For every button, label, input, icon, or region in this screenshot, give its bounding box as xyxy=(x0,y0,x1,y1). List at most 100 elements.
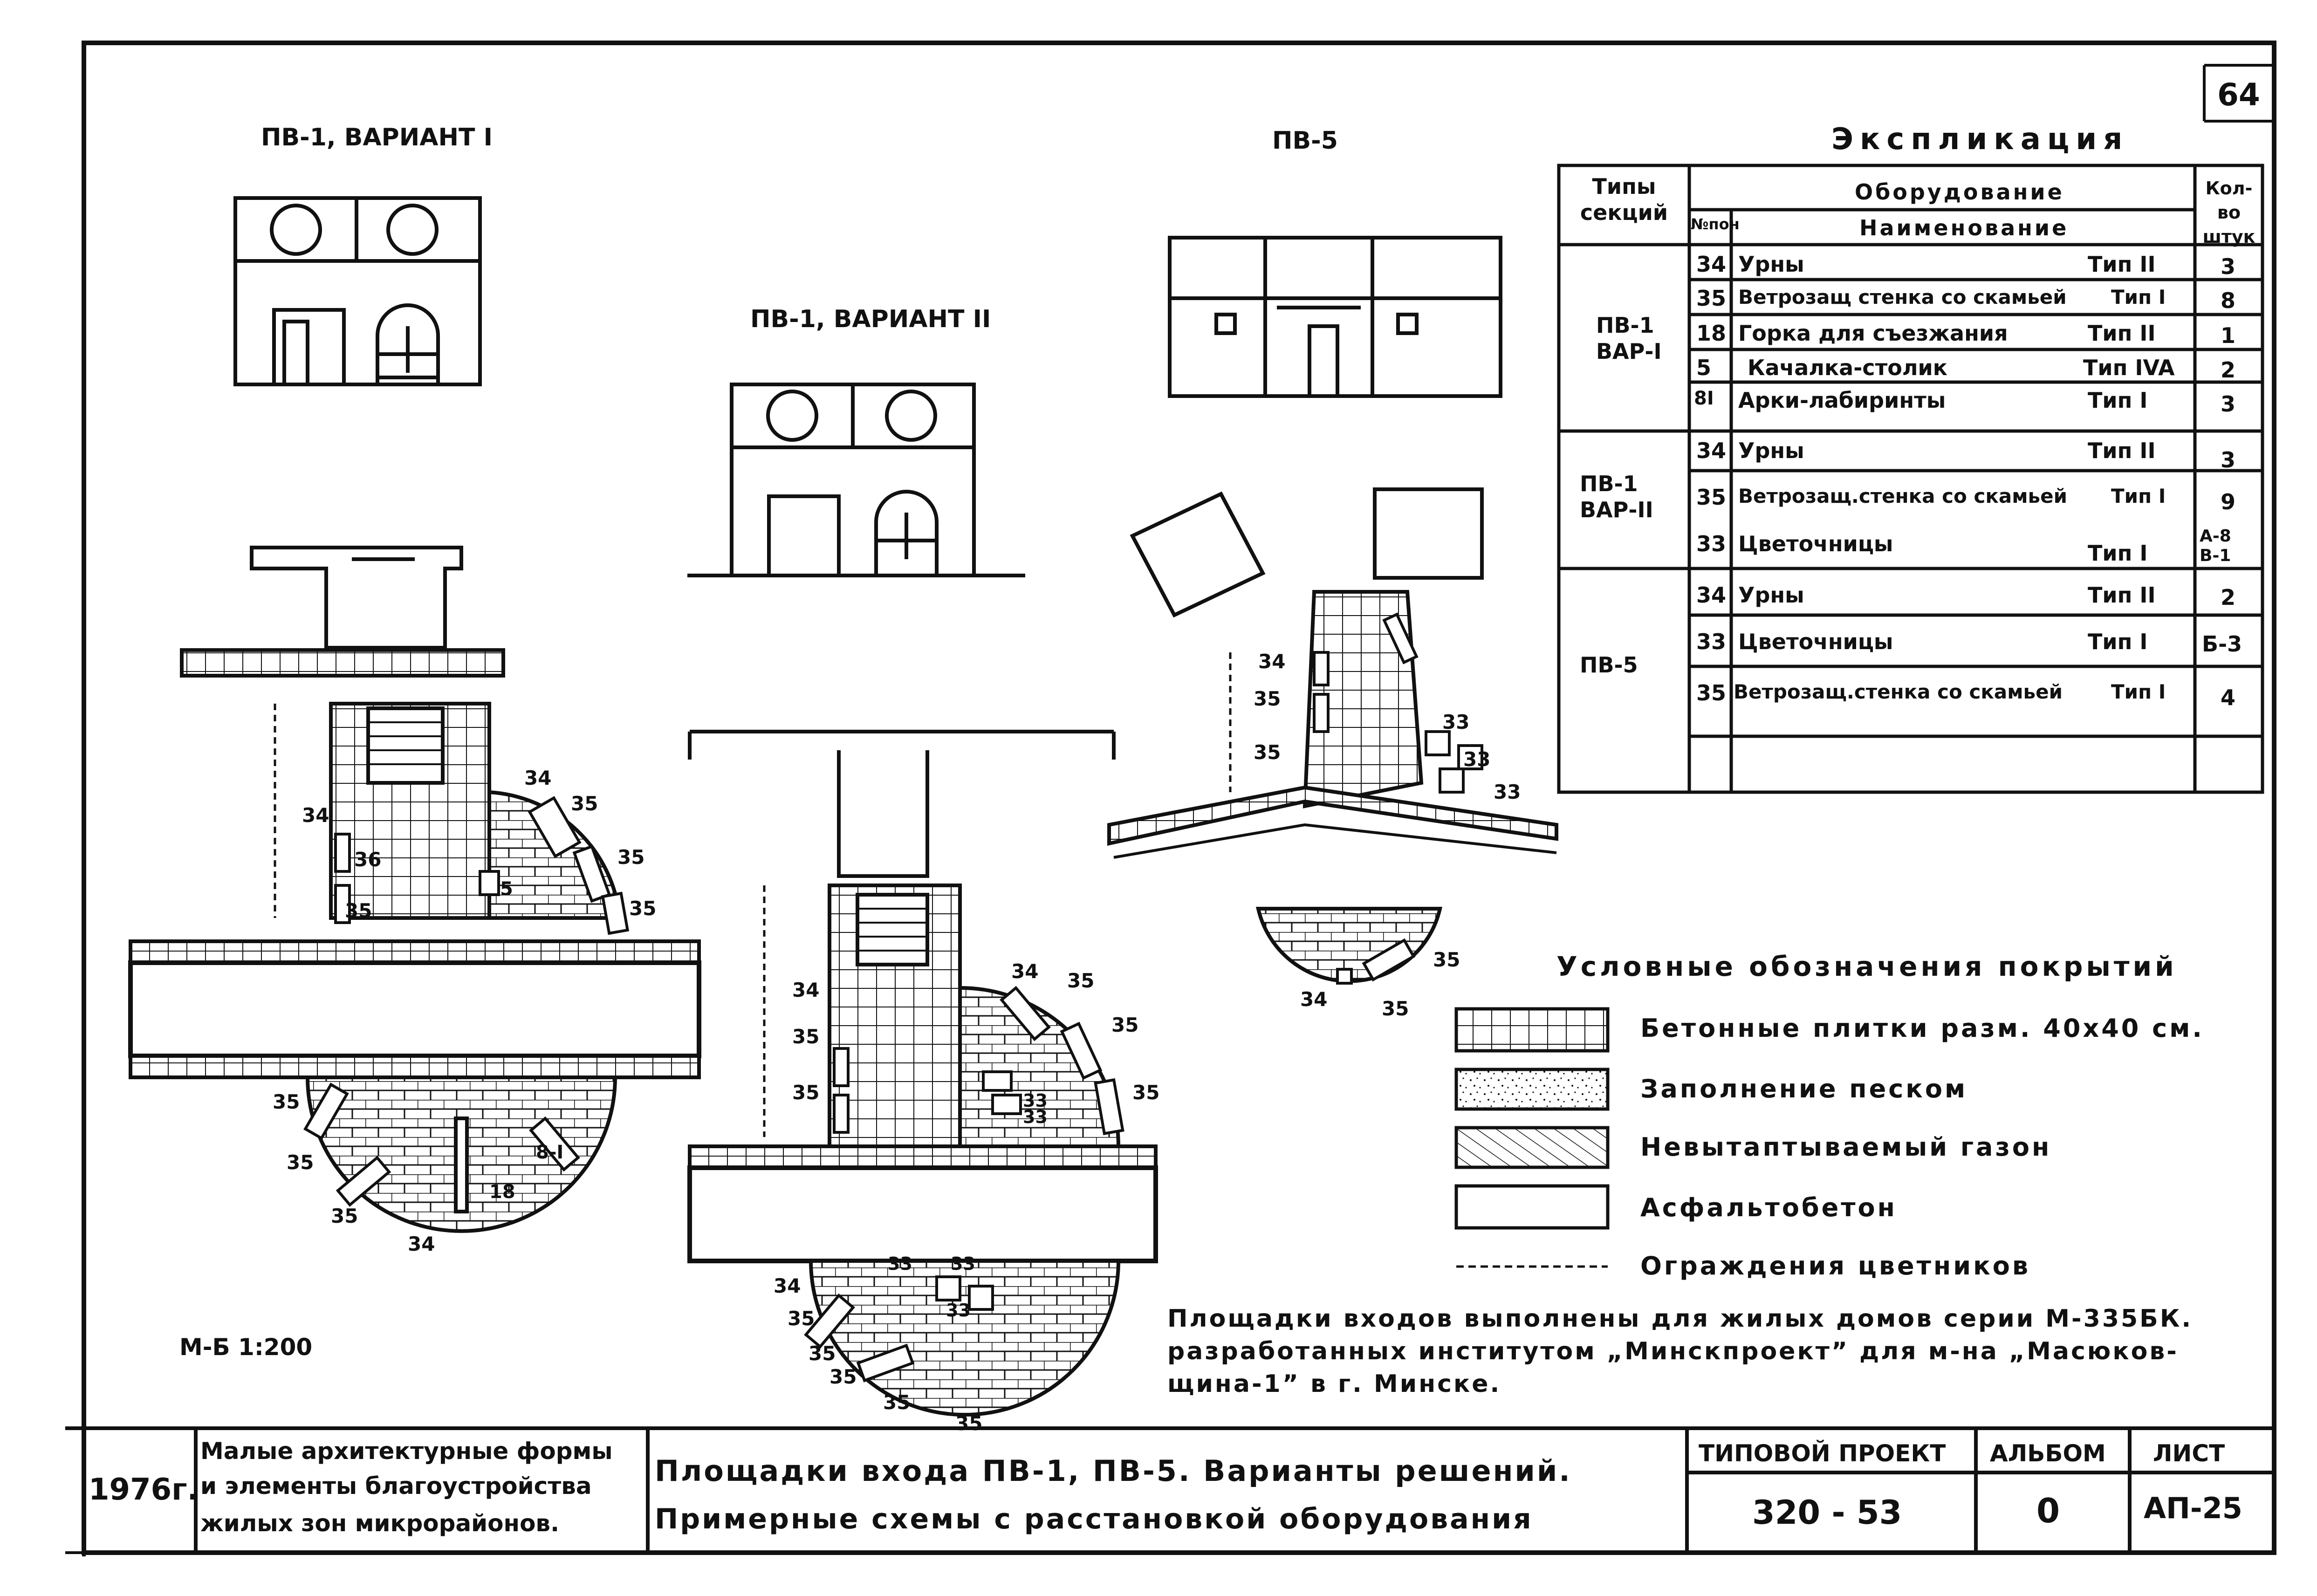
row-type: Тип IVA xyxy=(2083,355,2175,380)
sheet-frame xyxy=(65,41,2276,1556)
row-no: 34 xyxy=(1696,582,1727,608)
plan-label-34: 34 xyxy=(1258,650,1286,673)
row-qty: 2 xyxy=(2221,357,2236,383)
header-name: Наименование xyxy=(1859,215,2069,240)
row-type: Тип II xyxy=(2088,321,2156,346)
plan-label-33: 33 xyxy=(1494,781,1521,803)
plan-label-35: 35 xyxy=(792,1025,820,1048)
title-block xyxy=(65,1426,2274,1553)
pv5-elevation xyxy=(1168,236,1502,398)
plan-label-35: 35 xyxy=(955,1412,983,1435)
row-type: Тип I xyxy=(2111,485,2166,507)
title-block-sheet-label: ЛИСТ xyxy=(2153,1440,2225,1467)
plan-label-33: 33 xyxy=(1463,748,1491,771)
row-qty: 8 xyxy=(2221,288,2236,313)
row-no: 33 xyxy=(1696,531,1727,556)
plan-label-35: 35 xyxy=(1111,1014,1139,1036)
plan-label-35: 35 xyxy=(809,1342,836,1365)
title-block-title-1: Площадки входа ПВ-1, ПВ-5. Варианты реше… xyxy=(655,1454,1572,1488)
title-block-album-value: 0 xyxy=(2036,1491,2060,1530)
title-block-subject-1: Малые архитектурные формы xyxy=(200,1438,613,1465)
row-no: 35 xyxy=(1696,680,1727,706)
row-qty: 3 xyxy=(2221,254,2236,279)
header-pos-no: №пон xyxy=(1691,215,1740,233)
plan-label-35: 35 xyxy=(829,1365,857,1388)
row-type: Тип I xyxy=(2088,388,2148,413)
title-block-subject-2: и элементы благоустройства xyxy=(200,1473,592,1500)
row-name: Горка для съезжания xyxy=(1738,321,2008,346)
scale-label: М-Б 1:200 xyxy=(179,1334,313,1361)
title-pv5: ПВ-5 xyxy=(1272,127,1338,155)
plan-label-5: 5 xyxy=(500,878,513,900)
title-pv1-var2: ПВ-1, ВАРИАНТ II xyxy=(750,305,991,333)
row-qty: 3 xyxy=(2221,447,2236,473)
plan-label-35: 35 xyxy=(331,1205,358,1227)
plan-label-35: 35 xyxy=(1067,969,1095,992)
row-no: 35 xyxy=(1696,485,1727,510)
plan-label-34: 34 xyxy=(302,804,329,827)
section-pv1-var1: ПВ-1 ВАР-I xyxy=(1596,313,1662,364)
plan-label-35: 35 xyxy=(883,1391,911,1414)
row-qty: 9 xyxy=(2221,489,2236,514)
legend-item-asphalt: Асфальтобетон xyxy=(1640,1193,1897,1222)
plan-label-35: 35 xyxy=(1254,687,1281,710)
title-block-album-label: АЛЬБОМ xyxy=(1990,1440,2106,1467)
note-line-2: разработанных институтом „Минскпроект” д… xyxy=(1167,1337,2179,1365)
row-no: 35 xyxy=(1696,286,1727,311)
row-no: 18 xyxy=(1696,321,1727,346)
note-line-3: щина-1” в г. Минске. xyxy=(1167,1370,1501,1398)
row-name: Урны xyxy=(1738,438,1804,463)
row-type: Тип II xyxy=(2088,252,2156,277)
row-no: 34 xyxy=(1696,438,1727,463)
header-equipment: Оборудование xyxy=(1855,179,2064,205)
plan-label-35: 35 xyxy=(1254,741,1281,764)
legend-item-lawn: Невытаптываемый газон xyxy=(1640,1132,2052,1162)
row-type: Тип I xyxy=(2088,629,2148,654)
header-section-types: Типы секций xyxy=(1580,174,1668,225)
pv1-var1-plan xyxy=(128,546,701,1233)
title-block-title-2: Примерные схемы с расстановкой оборудова… xyxy=(655,1503,1533,1535)
title-block-subject-3: жилых зон микрорайонов. xyxy=(200,1510,560,1537)
plan-label-8: 8-I xyxy=(536,1142,564,1163)
plan-label-35: 35 xyxy=(1132,1081,1160,1104)
explication-title: Экспликация xyxy=(1831,122,2129,157)
row-qty: 3 xyxy=(2221,391,2236,417)
title-block-year: 1976г. xyxy=(89,1473,199,1507)
pv5-plan xyxy=(1107,487,1558,985)
plan-label-33: 33 xyxy=(888,1254,912,1274)
section-pv1-var2: ПВ-1 ВАР-II xyxy=(1580,471,1653,522)
plan-label-35: 35 xyxy=(617,846,645,869)
row-type: Тип II xyxy=(2088,438,2156,463)
plan-label-35: 35 xyxy=(792,1081,820,1104)
plan-label-35: 35 xyxy=(571,792,598,815)
row-no: 33 xyxy=(1696,629,1727,654)
legend-item-concrete: Бетонные плитки разм. 40х40 см. xyxy=(1640,1014,2204,1043)
title-block-project-value: 320 - 53 xyxy=(1752,1493,1902,1532)
plan-label-35: 35 xyxy=(287,1151,314,1174)
row-name: Цветочницы xyxy=(1738,531,1893,556)
legend-item-fence: Ограждения цветников xyxy=(1640,1251,2030,1281)
row-name: Ветрозащ.стенка со скамьей xyxy=(1738,485,2068,507)
plan-label-34: 34 xyxy=(1300,988,1328,1011)
plan-label-34: 34 xyxy=(1011,960,1039,983)
row-name: Ветрозащ стенка со скамьей xyxy=(1738,286,2067,308)
title-pv1-var1: ПВ-1, ВАРИАНТ I xyxy=(261,123,493,151)
row-name: Арки-лабиринты xyxy=(1738,388,1946,413)
plan-label-33: 33 xyxy=(951,1254,975,1274)
pv1-var2-plan xyxy=(687,730,1158,1417)
row-qty: 1 xyxy=(2221,323,2236,348)
plan-label-35: 35 xyxy=(345,899,372,922)
plan-label-33: 33 xyxy=(946,1300,971,1321)
legend-item-sand: Заполнение песком xyxy=(1640,1074,1968,1103)
row-no: 5 xyxy=(1696,355,1712,380)
title-block-project-label: ТИПОВОЙ ПРОЕКТ xyxy=(1699,1440,1946,1467)
pv1-var2-elevation xyxy=(687,383,1025,577)
plan-label-18: 18 xyxy=(489,1181,515,1203)
header-qty: Кол-во штук xyxy=(2202,178,2255,247)
row-qty: 4 xyxy=(2221,685,2236,710)
row-name: Цветочницы xyxy=(1738,629,1893,654)
plan-label-33: 33 xyxy=(1023,1090,1048,1111)
row-type: Тип I xyxy=(2111,680,2166,703)
sheet-number: 64 xyxy=(2217,77,2260,113)
